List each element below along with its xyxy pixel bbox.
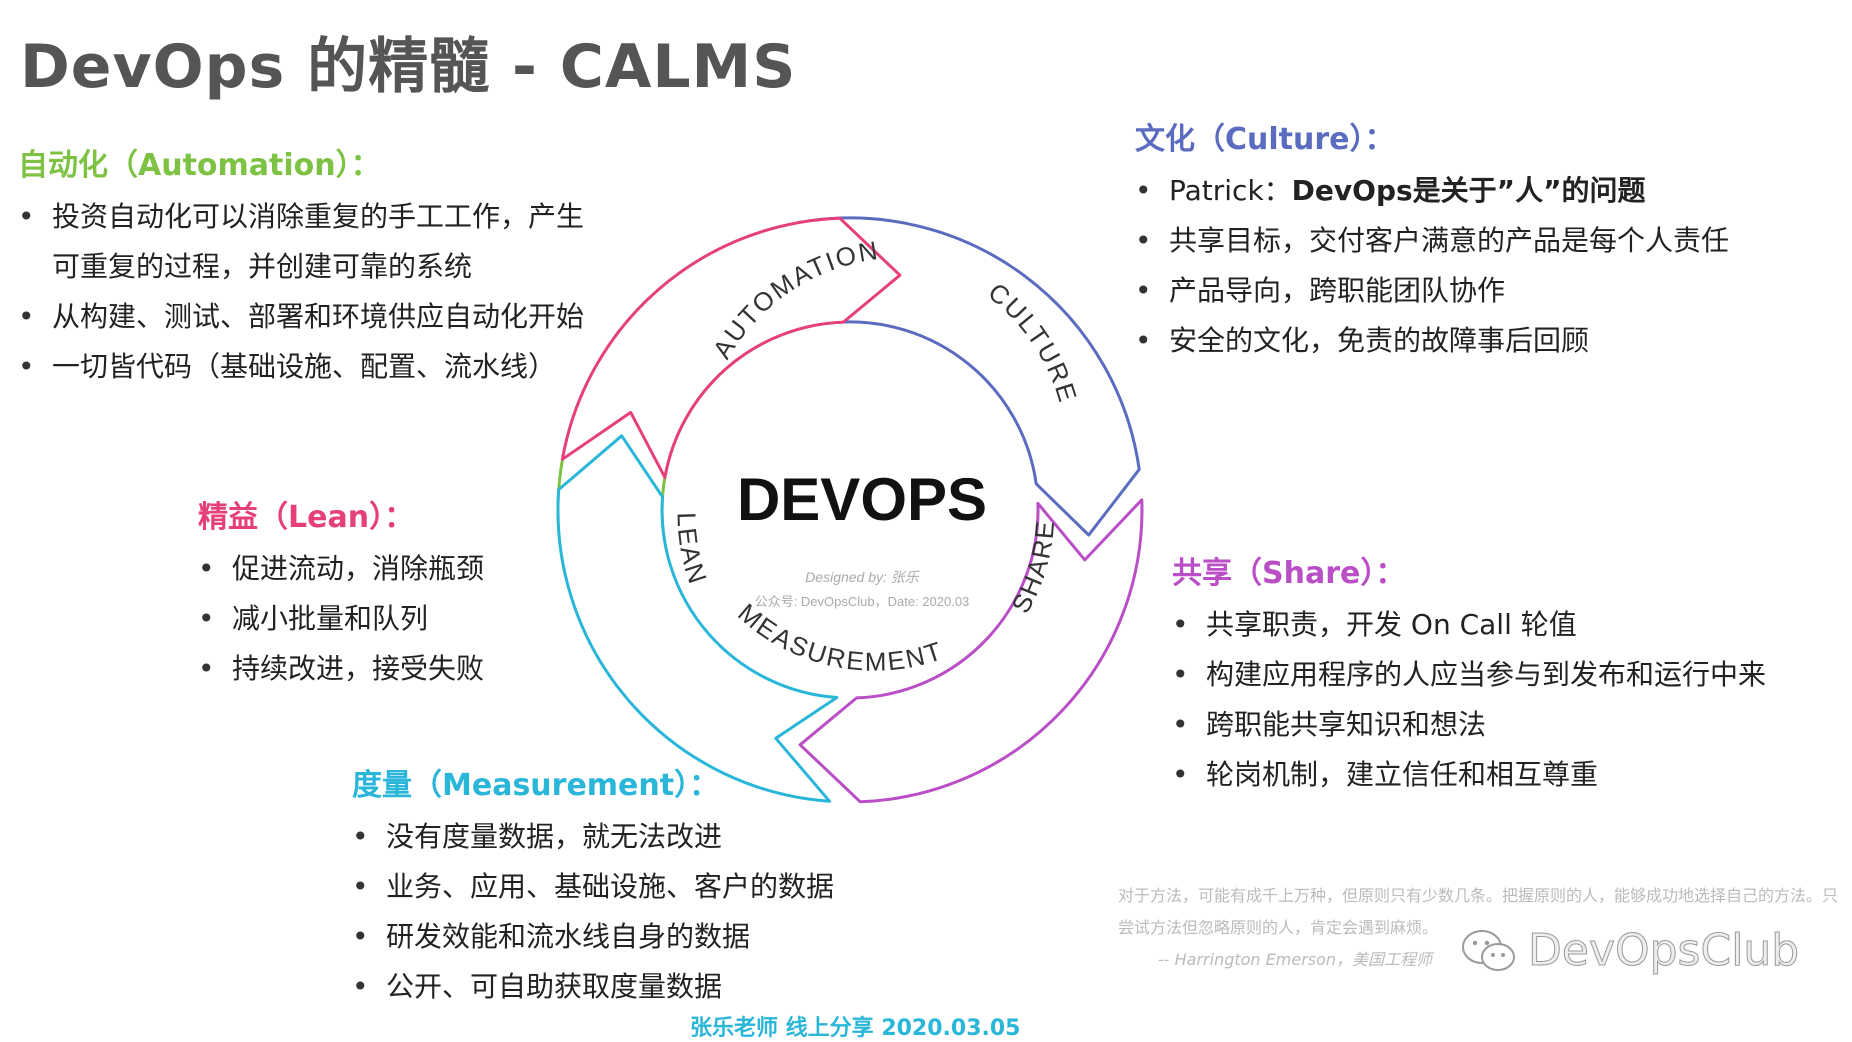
culture-list: • Patrick：DevOps是关于”人”的问题 • 共享目标，交付客户满意的…	[1135, 166, 1729, 366]
lean-heading: 精益（Lean）：	[198, 500, 415, 535]
bullet-icon: •	[1172, 758, 1189, 791]
bullet-icon: •	[1172, 658, 1189, 691]
measurement-section: 度量（Measurement）： • 没有度量数据，就无法改进 • 业务、应用、…	[352, 760, 834, 1012]
share-list: • 共享职责，开发 On Call 轮值 • 构建应用程序的人应当参与到发布和运…	[1172, 600, 1766, 800]
bullet-icon: •	[1135, 174, 1152, 207]
designed-by-text: Designed by: 张乐	[805, 569, 920, 585]
list-item: • 轮岗机制，建立信任和相互尊重	[1172, 750, 1766, 800]
list-item-text: 没有度量数据，就无法改进	[386, 820, 723, 853]
list-item-prefix: Patrick：	[1169, 174, 1292, 207]
list-item-text: 产品导向，跨职能团队协作	[1169, 274, 1506, 307]
list-item-bold-text: DevOps是关于”人”的问题	[1291, 174, 1646, 207]
bullet-icon: •	[18, 300, 35, 333]
lean-list: • 促进流动，消除瓶颈 • 减小批量和队列 • 持续改进，接受失败	[198, 544, 484, 694]
quote-block: 对于方法，可能有成千上万种，但原则只有少数几条。把握原则的人，能够成功地选择自己…	[1118, 880, 1848, 976]
bullet-icon: •	[1172, 708, 1189, 741]
list-item: • 没有度量数据，就无法改进	[352, 812, 834, 862]
list-item-text: 共享目标，交付客户满意的产品是每个人责任	[1169, 224, 1730, 257]
bullet-icon: •	[18, 200, 35, 233]
measurement-arrow-segment	[556, 434, 839, 803]
lean-section: 精益（Lean）： • 促进流动，消除瓶颈 • 减小批量和队列 • 持续改进，接…	[198, 492, 484, 694]
list-item-text: 公开、可自助获取度量数据	[386, 970, 723, 1003]
bullet-icon: •	[352, 970, 369, 1003]
bullet-icon: •	[1135, 274, 1152, 307]
list-item-text: 投资自动化可以消除重复的手工工作，产生	[52, 200, 585, 233]
list-item-text: 构建应用程序的人应当参与到发布和运行中来	[1206, 658, 1767, 691]
list-item-text: 一切皆代码（基础设施、配置、流水线）	[52, 350, 557, 383]
list-item-text: 可重复的过程，并创建可靠的系统	[52, 250, 473, 283]
list-item-text: 跨职能共享知识和想法	[1206, 708, 1487, 741]
automation-section: 自动化（Automation）： • 投资自动化可以消除重复的手工工作，产生 可…	[18, 140, 584, 392]
list-item-text: 研发效能和流水线自身的数据	[386, 920, 751, 953]
list-item: • 促进流动，消除瓶颈	[198, 544, 484, 594]
list-item: • 持续改进，接受失败	[198, 644, 484, 694]
measurement-heading: 度量（Measurement）：	[352, 768, 720, 803]
culture-arrow-segment	[807, 216, 1141, 537]
bullet-icon: •	[1135, 324, 1152, 357]
list-item: • 一切皆代码（基础设施、配置、流水线）	[18, 342, 584, 392]
list-item: • 从构建、测试、部署和环境供应自动化开始	[18, 292, 584, 342]
calms-cycle-diagram: AUTOMATION CULTURE SHARE MEASUREMENT LEA…	[556, 216, 1144, 804]
list-item-text: 从构建、测试、部署和环境供应自动化开始	[52, 300, 585, 333]
source-text: 公众号: DevOpsClub，Date: 2020.03	[755, 594, 970, 609]
measurement-label: MEASUREMENT	[732, 597, 947, 676]
quote-author: -- Harrington Emerson，美国工程师	[1158, 950, 1433, 969]
bullet-icon: •	[1135, 224, 1152, 257]
list-item-text: 持续改进，接受失败	[232, 652, 485, 685]
quote-text: 对于方法，可能有成千上万种，但原则只有少数几条。把握原则的人，能够成功地选择自己…	[1118, 886, 1839, 937]
measurement-list: • 没有度量数据，就无法改进 • 业务、应用、基础设施、客户的数据 • 研发效能…	[352, 812, 834, 1012]
list-item: • 安全的文化，免责的故障事后回顾	[1135, 316, 1729, 366]
list-item: • 共享目标，交付客户满意的产品是每个人责任	[1135, 216, 1729, 266]
automation-list: • 投资自动化可以消除重复的手工工作，产生 可重复的过程，并创建可靠的系统 • …	[18, 192, 584, 392]
list-item: • 研发效能和流水线自身的数据	[352, 912, 834, 962]
bullet-icon: •	[352, 870, 369, 903]
lean-arrow-segment	[560, 216, 902, 479]
list-item: • 公开、可自助获取度量数据	[352, 962, 834, 1012]
list-item-text: 减小批量和队列	[232, 602, 429, 635]
bullet-icon: •	[352, 920, 369, 953]
culture-heading: 文化（Culture）：	[1135, 122, 1395, 157]
culture-section: 文化（Culture）： • Patrick：DevOps是关于”人”的问题 •…	[1135, 114, 1729, 366]
lean-label: LEAN	[672, 512, 714, 589]
automation-heading: 自动化（Automation）：	[18, 148, 381, 183]
share-section: 共享（Share）： • 共享职责，开发 On Call 轮值 • 构建应用程序…	[1172, 548, 1766, 800]
cycle-arrows	[556, 216, 1144, 804]
wechat-icon	[1462, 929, 1515, 971]
bullet-icon: •	[198, 552, 215, 585]
bullet-icon: •	[198, 652, 215, 685]
list-item-text: 共享职责，开发 On Call 轮值	[1206, 608, 1577, 641]
list-item: • 减小批量和队列	[198, 594, 484, 644]
bullet-icon: •	[1172, 608, 1189, 641]
page-title: DevOps 的精髓 - CALMS	[20, 32, 797, 102]
list-item: • 业务、应用、基础设施、客户的数据	[352, 862, 834, 912]
list-item: • 跨职能共享知识和想法	[1172, 700, 1766, 750]
share-arrow-segment	[798, 498, 1144, 804]
list-item: • 共享职责，开发 On Call 轮值	[1172, 600, 1766, 650]
list-item: • Patrick：DevOps是关于”人”的问题	[1135, 166, 1729, 216]
bullet-icon: •	[18, 350, 35, 383]
list-item-text: 安全的文化，免责的故障事后回顾	[1169, 324, 1590, 357]
list-item: • 投资自动化可以消除重复的手工工作，产生 可重复的过程，并创建可靠的系统	[18, 192, 584, 292]
list-item: • 产品导向，跨职能团队协作	[1135, 266, 1729, 316]
bullet-icon: •	[198, 602, 215, 635]
watermark-text: DevOpsClub	[1527, 925, 1800, 977]
list-item-text: 轮岗机制，建立信任和相互尊重	[1206, 758, 1599, 791]
watermark: DevOpsClub	[1460, 925, 1800, 977]
footer-credit: 张乐老师 线上分享 2020.03.05	[690, 1016, 1021, 1041]
devops-center-title: DEVOPS	[737, 466, 987, 533]
list-item-text: 促进流动，消除瓶颈	[232, 552, 485, 585]
list-item-text: 业务、应用、基础设施、客户的数据	[386, 870, 835, 903]
list-item: • 构建应用程序的人应当参与到发布和运行中来	[1172, 650, 1766, 700]
share-heading: 共享（Share）：	[1172, 556, 1406, 591]
bullet-icon: •	[352, 820, 369, 853]
